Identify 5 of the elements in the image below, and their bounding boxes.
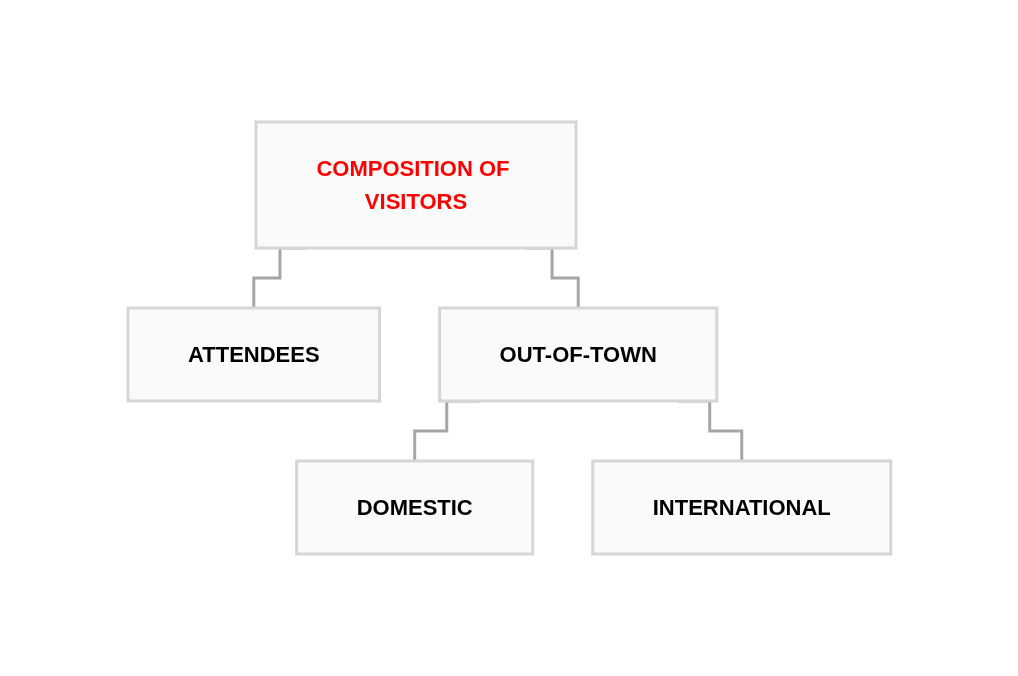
node-box: OUT-OF-TOWN [437, 306, 718, 403]
node-box: INTERNATIONAL [590, 459, 892, 556]
node-box: COMPOSITION OF VISITORS [254, 120, 578, 250]
node-box: DOMESTIC [294, 459, 534, 556]
node-box: ATTENDEES [126, 306, 381, 403]
